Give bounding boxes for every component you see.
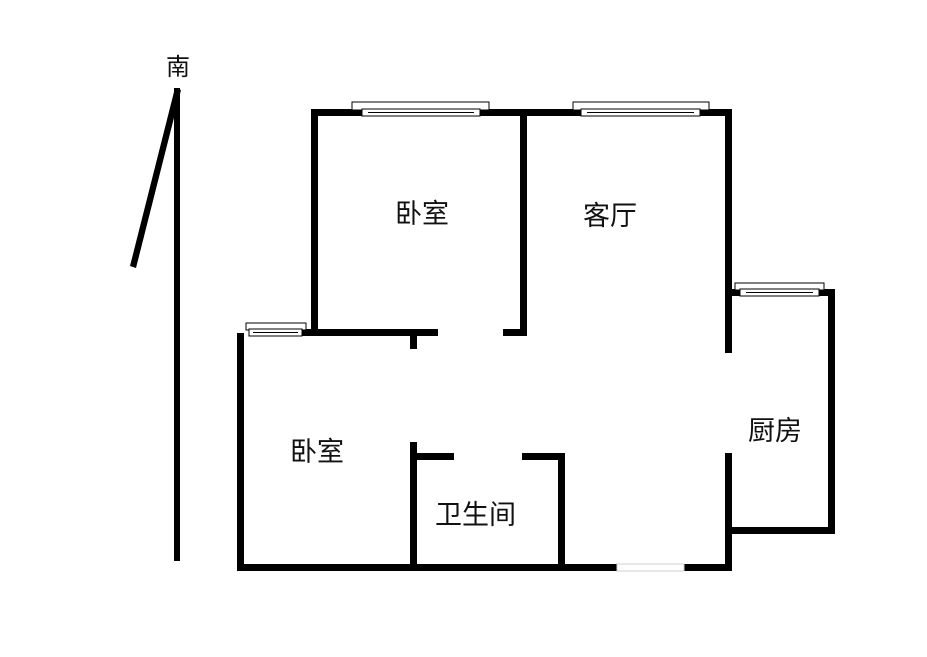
wall-bathroom-right [558,453,565,571]
wall-living-right-upper [725,109,732,353]
wall-kitchen-bottom [725,527,835,534]
walls [237,109,835,571]
room-label-bedroom-north: 卧室 [395,199,449,230]
room-label-kitchen: 厨房 [748,416,802,447]
room-labels: 卧室 客厅 卧室 卫生间 厨房 [290,199,802,531]
wall-bathroom-top-right [522,453,565,460]
entrance-door-opening [616,563,685,572]
room-label-bathroom: 卫生间 [435,500,516,531]
window-north-bedroom [351,101,490,117]
windows [245,101,825,337]
window-south-bedroom [245,322,307,337]
wall-divider-stub-upper [410,329,417,349]
room-label-bedroom-south: 卧室 [290,437,344,468]
wall-north-bedroom-door-stub [503,329,527,336]
wall-south-bedroom-top [302,329,438,336]
compass: 南 [130,53,190,561]
wall-north-bedroom-left [311,109,318,335]
wall-bottom-right [684,564,732,571]
compass-shaft [174,88,180,561]
window-living-room [572,101,710,117]
wall-divider-lower [410,442,417,571]
compass-arrow-stroke [130,88,181,268]
wall-bedrooms-divider [520,109,527,336]
wall-bottom-left [237,564,617,571]
room-label-living-room: 客厅 [583,201,637,232]
wall-living-right-lower [725,453,732,571]
wall-bathroom-top-left [410,453,454,460]
wall-kitchen-right [828,289,835,534]
compass-label: 南 [166,53,190,81]
wall-south-bedroom-left [237,333,244,571]
window-kitchen [734,282,825,297]
